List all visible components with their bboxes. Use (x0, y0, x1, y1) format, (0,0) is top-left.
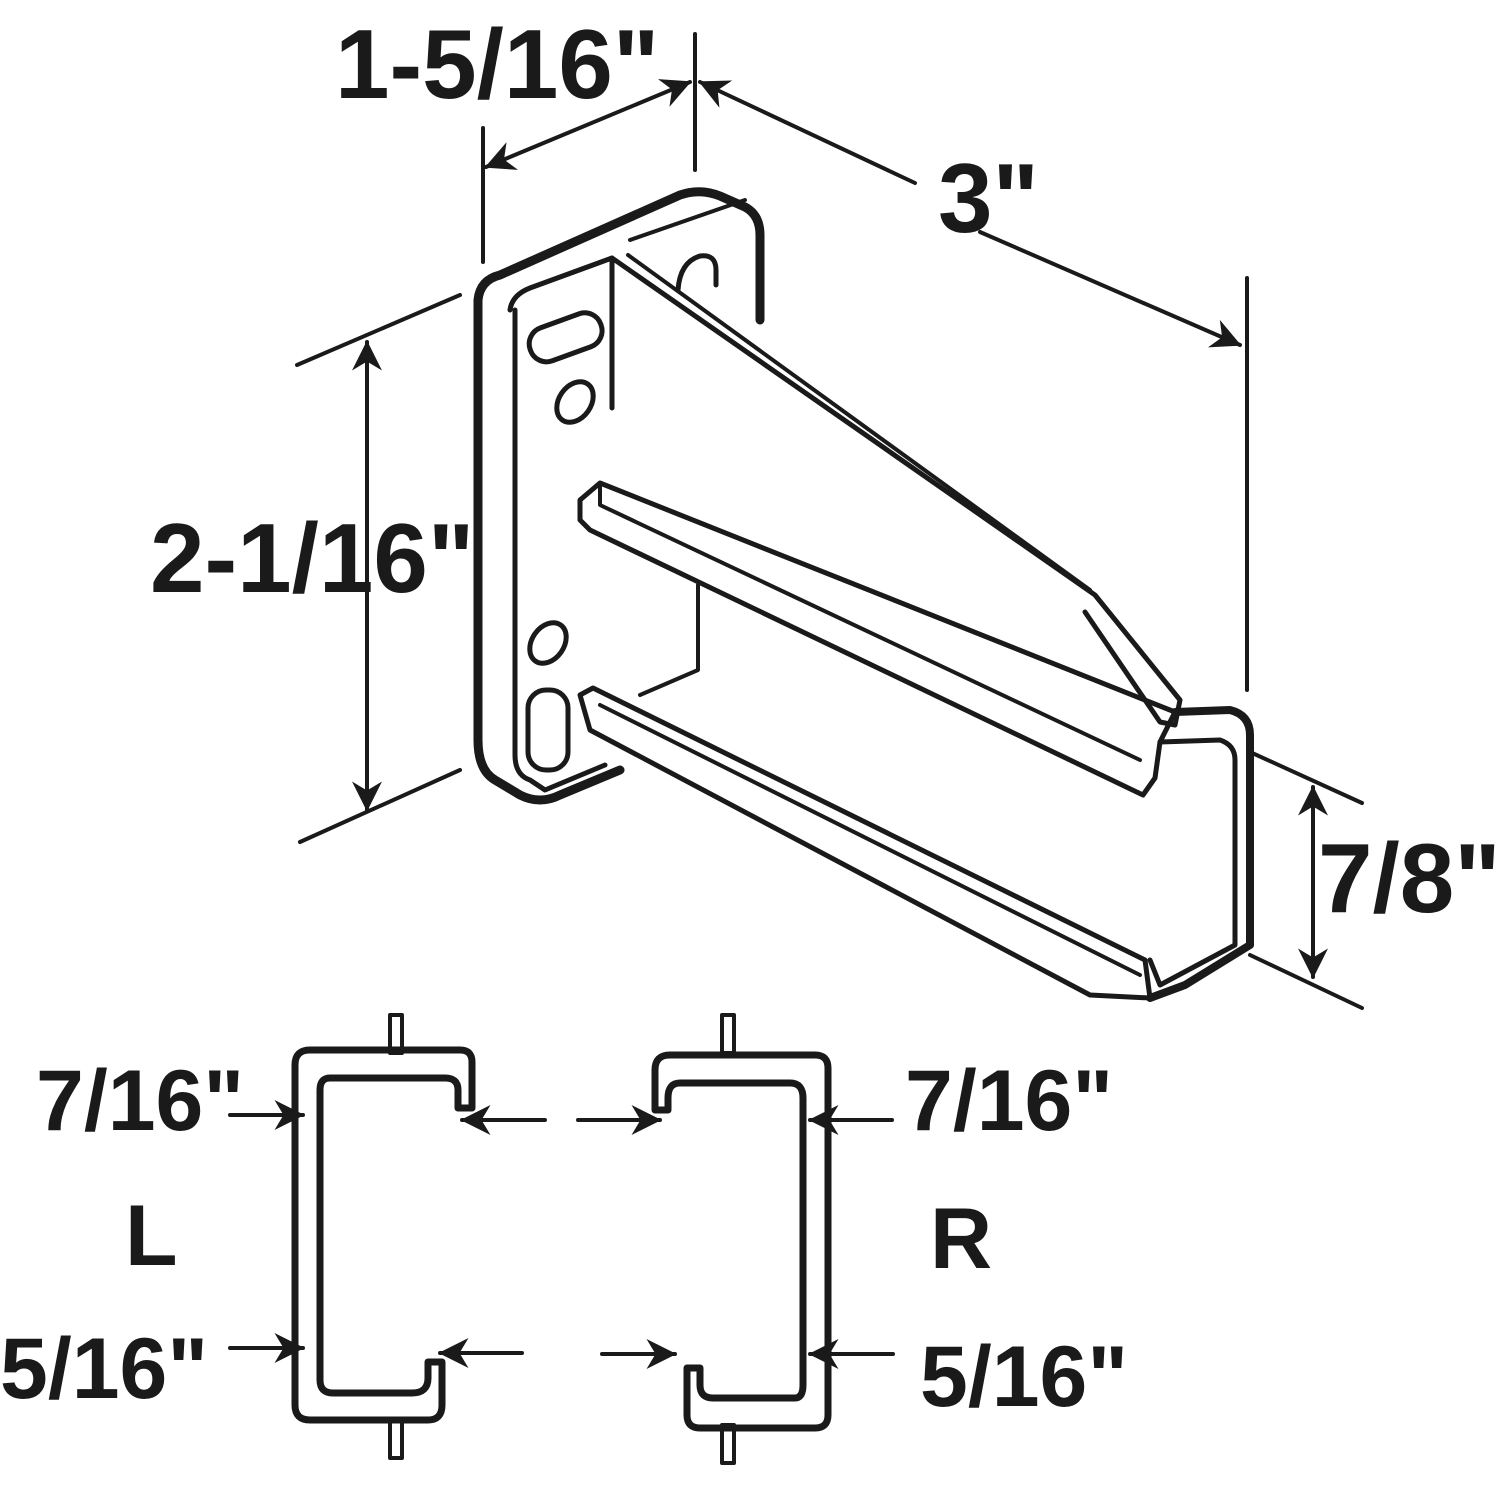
channel-end-outer (1146, 706, 1254, 1002)
depth-dimension-arrow (484, 79, 692, 170)
hole-bottom (527, 620, 569, 666)
channel-end-inner (1147, 737, 1238, 988)
depth-label: 1-5/16" (335, 9, 659, 119)
web-inner (638, 583, 700, 697)
profile-left (228, 1013, 547, 1460)
height-label: 2-1/16" (150, 503, 474, 613)
back-plate-face (507, 255, 615, 793)
right-bottom-label: 5/16" (920, 1329, 1128, 1425)
channel-height-label: 7/8" (1318, 823, 1500, 933)
left-bottom-label: 5/16" (0, 1321, 208, 1417)
gusset-top-edge (626, 253, 1092, 592)
slot-top (526, 310, 605, 365)
upper-flange-edge (598, 481, 1142, 762)
upper-flange (577, 480, 1178, 798)
lower-flange-lip (591, 686, 1147, 977)
left-side-label: L (125, 1188, 178, 1284)
dimension-lines (295, 32, 1364, 1010)
slot-bottom (525, 687, 571, 773)
slot-rear (675, 253, 719, 293)
plate-top-edge (628, 198, 747, 242)
bracket-isometric (473, 187, 1254, 1002)
hole-top (554, 379, 596, 425)
lower-flange (577, 685, 1153, 1001)
length-label: 3" (938, 143, 1039, 253)
right-top-label: 7/16" (905, 1053, 1113, 1149)
profile-left-outline (291, 1046, 476, 1424)
left-top-label: 7/16" (36, 1053, 244, 1149)
right-side-label: R (930, 1191, 992, 1287)
profile-right-outline (651, 1051, 832, 1432)
profile-right (576, 1013, 895, 1465)
back-plate-outline (473, 187, 765, 805)
